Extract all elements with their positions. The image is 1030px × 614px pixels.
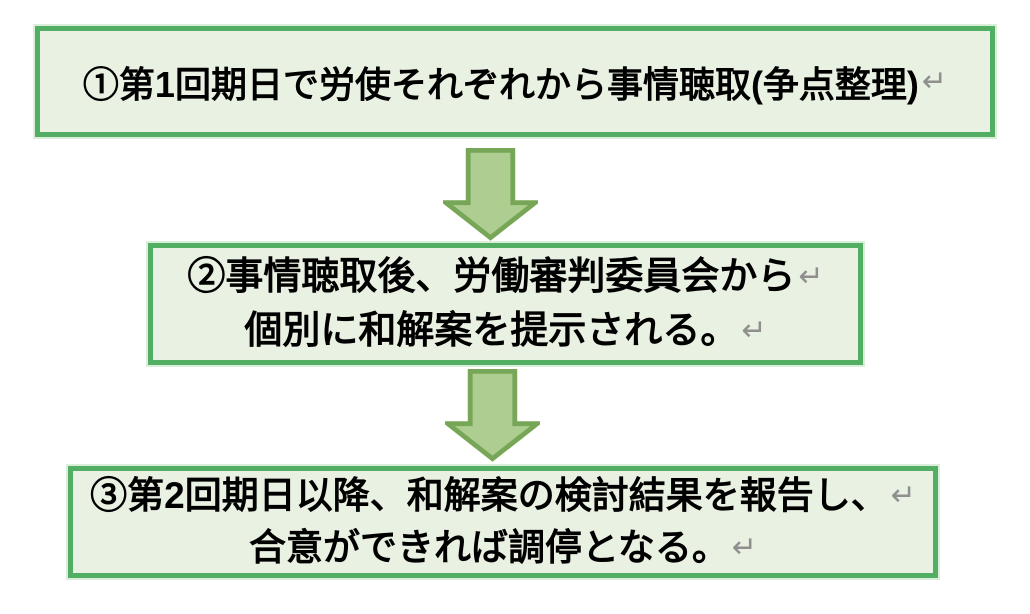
line-break-mark-icon: ↵ — [731, 530, 758, 565]
down-arrow-shape — [443, 147, 538, 241]
step-1-line-1: ①第1回期日で労使それぞれから事情聴取(争点整理)↵ — [83, 56, 947, 108]
step-2-text-2: 個別に和解案を提示される。 — [244, 310, 739, 352]
step-3-line-1: ③第2回期日以降、和解案の検討結果を報告し、↵ — [90, 470, 916, 522]
step-2-line-2: 個別に和解案を提示される。↵ — [244, 304, 766, 358]
step-1-text: ①第1回期日で労使それぞれから事情聴取(争点整理) — [82, 63, 919, 105]
step-2-box: ②事情聴取後、労働審判委員会から↵ 個別に和解案を提示される。↵ — [148, 243, 863, 365]
step-2-text-1: ②事情聴取後、労働審判委員会から — [187, 256, 796, 298]
line-break-mark-icon: ↵ — [741, 313, 767, 348]
down-arrow-shape — [445, 368, 540, 462]
step-2-line-1: ②事情聴取後、労働審判委員会から↵ — [187, 250, 823, 304]
line-break-mark-icon: ↵ — [798, 259, 824, 294]
step-3-box: ③第2回期日以降、和解案の検討結果を報告し、↵ 合意ができれば調停となる。↵ — [68, 466, 938, 578]
step-3-text-1: ③第2回期日以降、和解案の検討結果を報告し、 — [90, 475, 888, 516]
step-3-text-2: 合意ができれば調停となる。 — [248, 527, 729, 568]
down-arrow-icon — [443, 147, 538, 241]
line-break-mark-icon: ↵ — [921, 63, 948, 99]
step-3-line-2: 合意ができれば調停となる。↵ — [249, 522, 757, 574]
step-1-box: ①第1回期日で労使それぞれから事情聴取(争点整理)↵ — [35, 26, 995, 137]
line-break-mark-icon: ↵ — [890, 478, 916, 513]
down-arrow-icon — [445, 368, 540, 462]
